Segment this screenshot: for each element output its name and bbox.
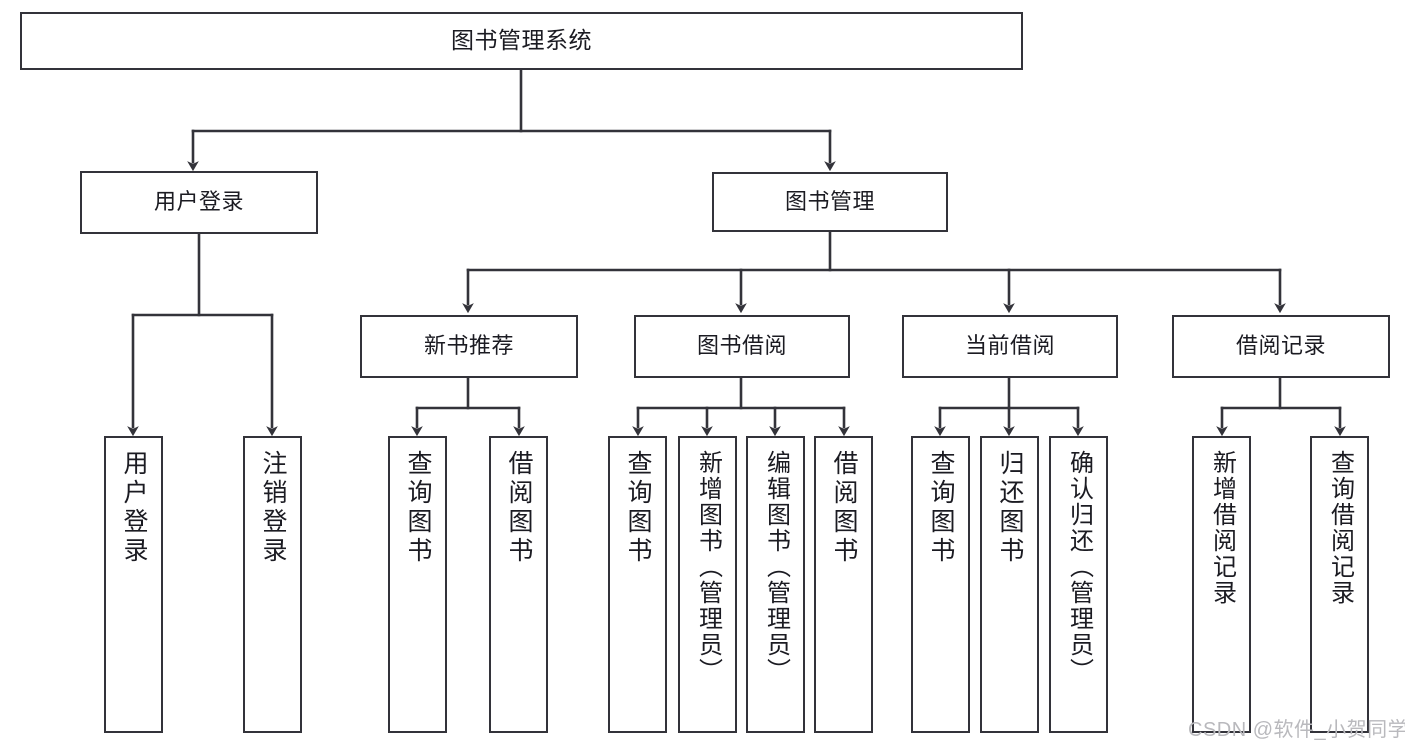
leaf-query-book-recommend[interactable]: 查询图书 — [388, 436, 447, 733]
leaf-logout-login[interactable]: 注销登录 — [243, 436, 302, 733]
leaf-borrow-book-recommend[interactable]: 借阅图书 — [489, 436, 548, 733]
node-book-borrow[interactable]: 图书借阅 — [634, 315, 850, 378]
node-label: 查询图书 — [404, 450, 432, 566]
node-label: 用户登录 — [120, 450, 148, 566]
leaf-add-borrow-record[interactable]: 新增借阅记录 — [1192, 436, 1251, 733]
node-label: 注销登录 — [259, 450, 287, 566]
node-label: 新增图书（管理员） — [694, 450, 722, 684]
node-label: 查询图书 — [624, 450, 652, 566]
node-label: 确认归还（管理员） — [1065, 450, 1093, 684]
leaf-query-book-current[interactable]: 查询图书 — [911, 436, 970, 733]
node-label: 新增借阅记录 — [1208, 450, 1236, 606]
node-label: 借阅图书 — [505, 450, 533, 566]
node-root-system[interactable]: 图书管理系统 — [20, 12, 1023, 70]
watermark: CSDN @软件_小贺同学 — [1188, 719, 1405, 741]
node-label: 图书管理系统 — [451, 27, 592, 54]
node-label: 图书借阅 — [696, 333, 787, 359]
leaf-add-book-admin[interactable]: 新增图书（管理员） — [678, 436, 737, 733]
leaf-query-borrow-record[interactable]: 查询借阅记录 — [1310, 436, 1369, 733]
leaf-edit-book-admin[interactable]: 编辑图书（管理员） — [746, 436, 805, 733]
leaf-borrow-book[interactable]: 借阅图书 — [814, 436, 873, 733]
node-label: 编辑图书（管理员） — [762, 450, 790, 684]
node-label: 当前借阅 — [964, 333, 1055, 359]
leaf-return-book[interactable]: 归还图书 — [980, 436, 1039, 733]
node-label: 借阅图书 — [830, 450, 858, 566]
node-borrow-record[interactable]: 借阅记录 — [1172, 315, 1390, 378]
node-label: 新书推荐 — [423, 333, 514, 359]
leaf-user-login[interactable]: 用户登录 — [104, 436, 163, 733]
node-book-manage[interactable]: 图书管理 — [712, 172, 948, 232]
node-user-login[interactable]: 用户登录 — [80, 171, 318, 234]
node-new-book-recommend[interactable]: 新书推荐 — [360, 315, 578, 378]
node-current-borrow[interactable]: 当前借阅 — [902, 315, 1118, 378]
node-label: 图书管理 — [784, 188, 875, 214]
node-label: 用户登录 — [153, 189, 244, 215]
leaf-query-book-borrow[interactable]: 查询图书 — [608, 436, 667, 733]
leaf-confirm-return-admin[interactable]: 确认归还（管理员） — [1049, 436, 1108, 733]
node-label: 查询借阅记录 — [1326, 450, 1354, 606]
node-label: 查询图书 — [927, 450, 955, 566]
node-label: 归还图书 — [996, 450, 1024, 566]
node-label: 借阅记录 — [1235, 333, 1326, 359]
